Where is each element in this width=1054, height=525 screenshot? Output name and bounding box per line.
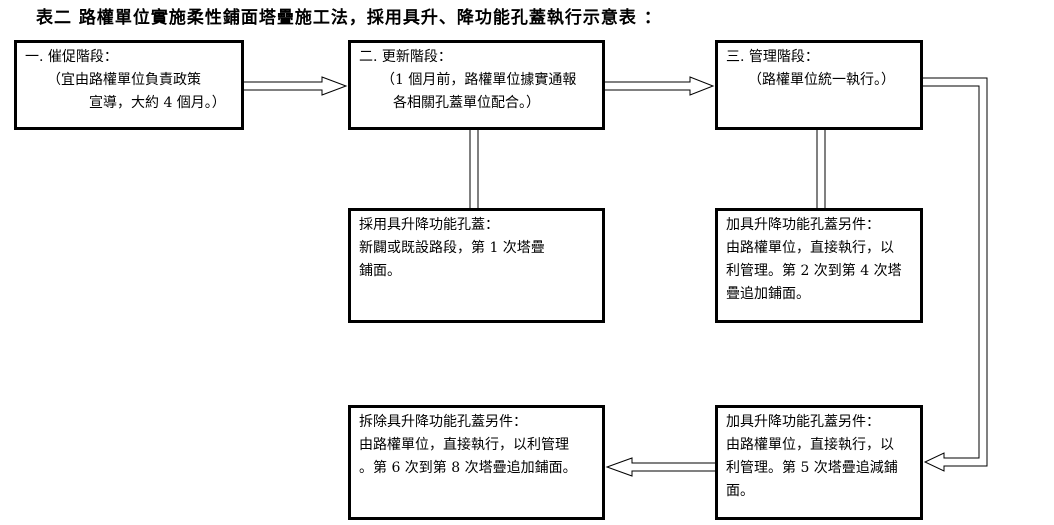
arrow-stage1-to-stage2 [244,76,348,96]
diagram-title: 表二 路權單位實施柔性鋪面塔疊施工法，採用具升、降功能孔蓋執行示意表 ： [36,8,662,28]
box5-line-1: 由路權單位，直接執行，以 [726,240,894,256]
box6-line-1: 由路權單位，直接執行，以利管理 [359,437,569,453]
box7-line-3: 面。 [726,483,754,499]
box6-heading: 拆除具升降功能孔蓋另件： [359,414,527,430]
stage2-heading: 二. 更新階段： [359,49,452,65]
arrow-stage2-to-stage3 [605,76,715,96]
stage3-manage-box: 三. 管理階段： （路權單位統一執行。） [715,40,923,130]
box5-line-3: 疊追加鋪面。 [726,286,810,302]
box4-heading: 採用具升降功能孔蓋： [359,217,499,233]
stage3-line-1: （路權單位統一執行。） [748,72,895,88]
box7-line-1: 由路權單位，直接執行，以 [726,437,894,453]
stage2-update-box: 二. 更新階段： （1 個月前，路權單位據實通報 各相關孔蓋單位配合。） [348,40,605,130]
stage1-line-1: （宜由路權單位負責政策 [47,72,201,88]
remove-parts-box: 拆除具升降功能孔蓋另件： 由路權單位，直接執行，以利管理 。第 6 次到第 8 … [348,405,605,520]
stage1-urge-box: 一. 催促階段： （宜由路權單位負責政策 宣導，大約 4 個月。） [14,40,244,130]
box7-line-2: 利管理。第 5 次塔疊追減鋪 [726,460,898,476]
stage1-heading: 一. 催促階段： [25,49,118,65]
box6-line-2: 。第 6 次到第 8 次塔疊追加鋪面。 [359,460,577,476]
add-parts-box-2: 加具升降功能孔蓋另件： 由路權單位，直接執行，以 利管理。第 5 次塔疊追減鋪 … [715,405,923,520]
adopt-cover-box: 採用具升降功能孔蓋： 新闢或既設路段，第 1 次塔疊 鋪面。 [348,208,605,323]
stage3-heading: 三. 管理階段： [726,49,819,65]
stage1-line-2: 宣導，大約 4 個月。） [89,95,226,111]
box5-line-2: 利管理。第 2 次到第 4 次塔 [726,263,902,279]
box4-line-2: 鋪面。 [359,263,401,279]
box4-line-1: 新闢或既設路段，第 1 次塔疊 [359,240,545,256]
arrow-box7-to-box6 [605,457,715,477]
box5-heading: 加具升降功能孔蓋另件： [726,217,880,233]
stage2-line-2: 各相關孔蓋單位配合。） [393,95,540,111]
arrow-stage3-to-box7 [923,77,988,472]
stage2-line-1: （1 個月前，路權單位據實通報 [381,72,577,88]
add-parts-box-1: 加具升降功能孔蓋另件： 由路權單位，直接執行，以 利管理。第 2 次到第 4 次… [715,208,923,323]
box7-heading: 加具升降功能孔蓋另件： [726,414,880,430]
